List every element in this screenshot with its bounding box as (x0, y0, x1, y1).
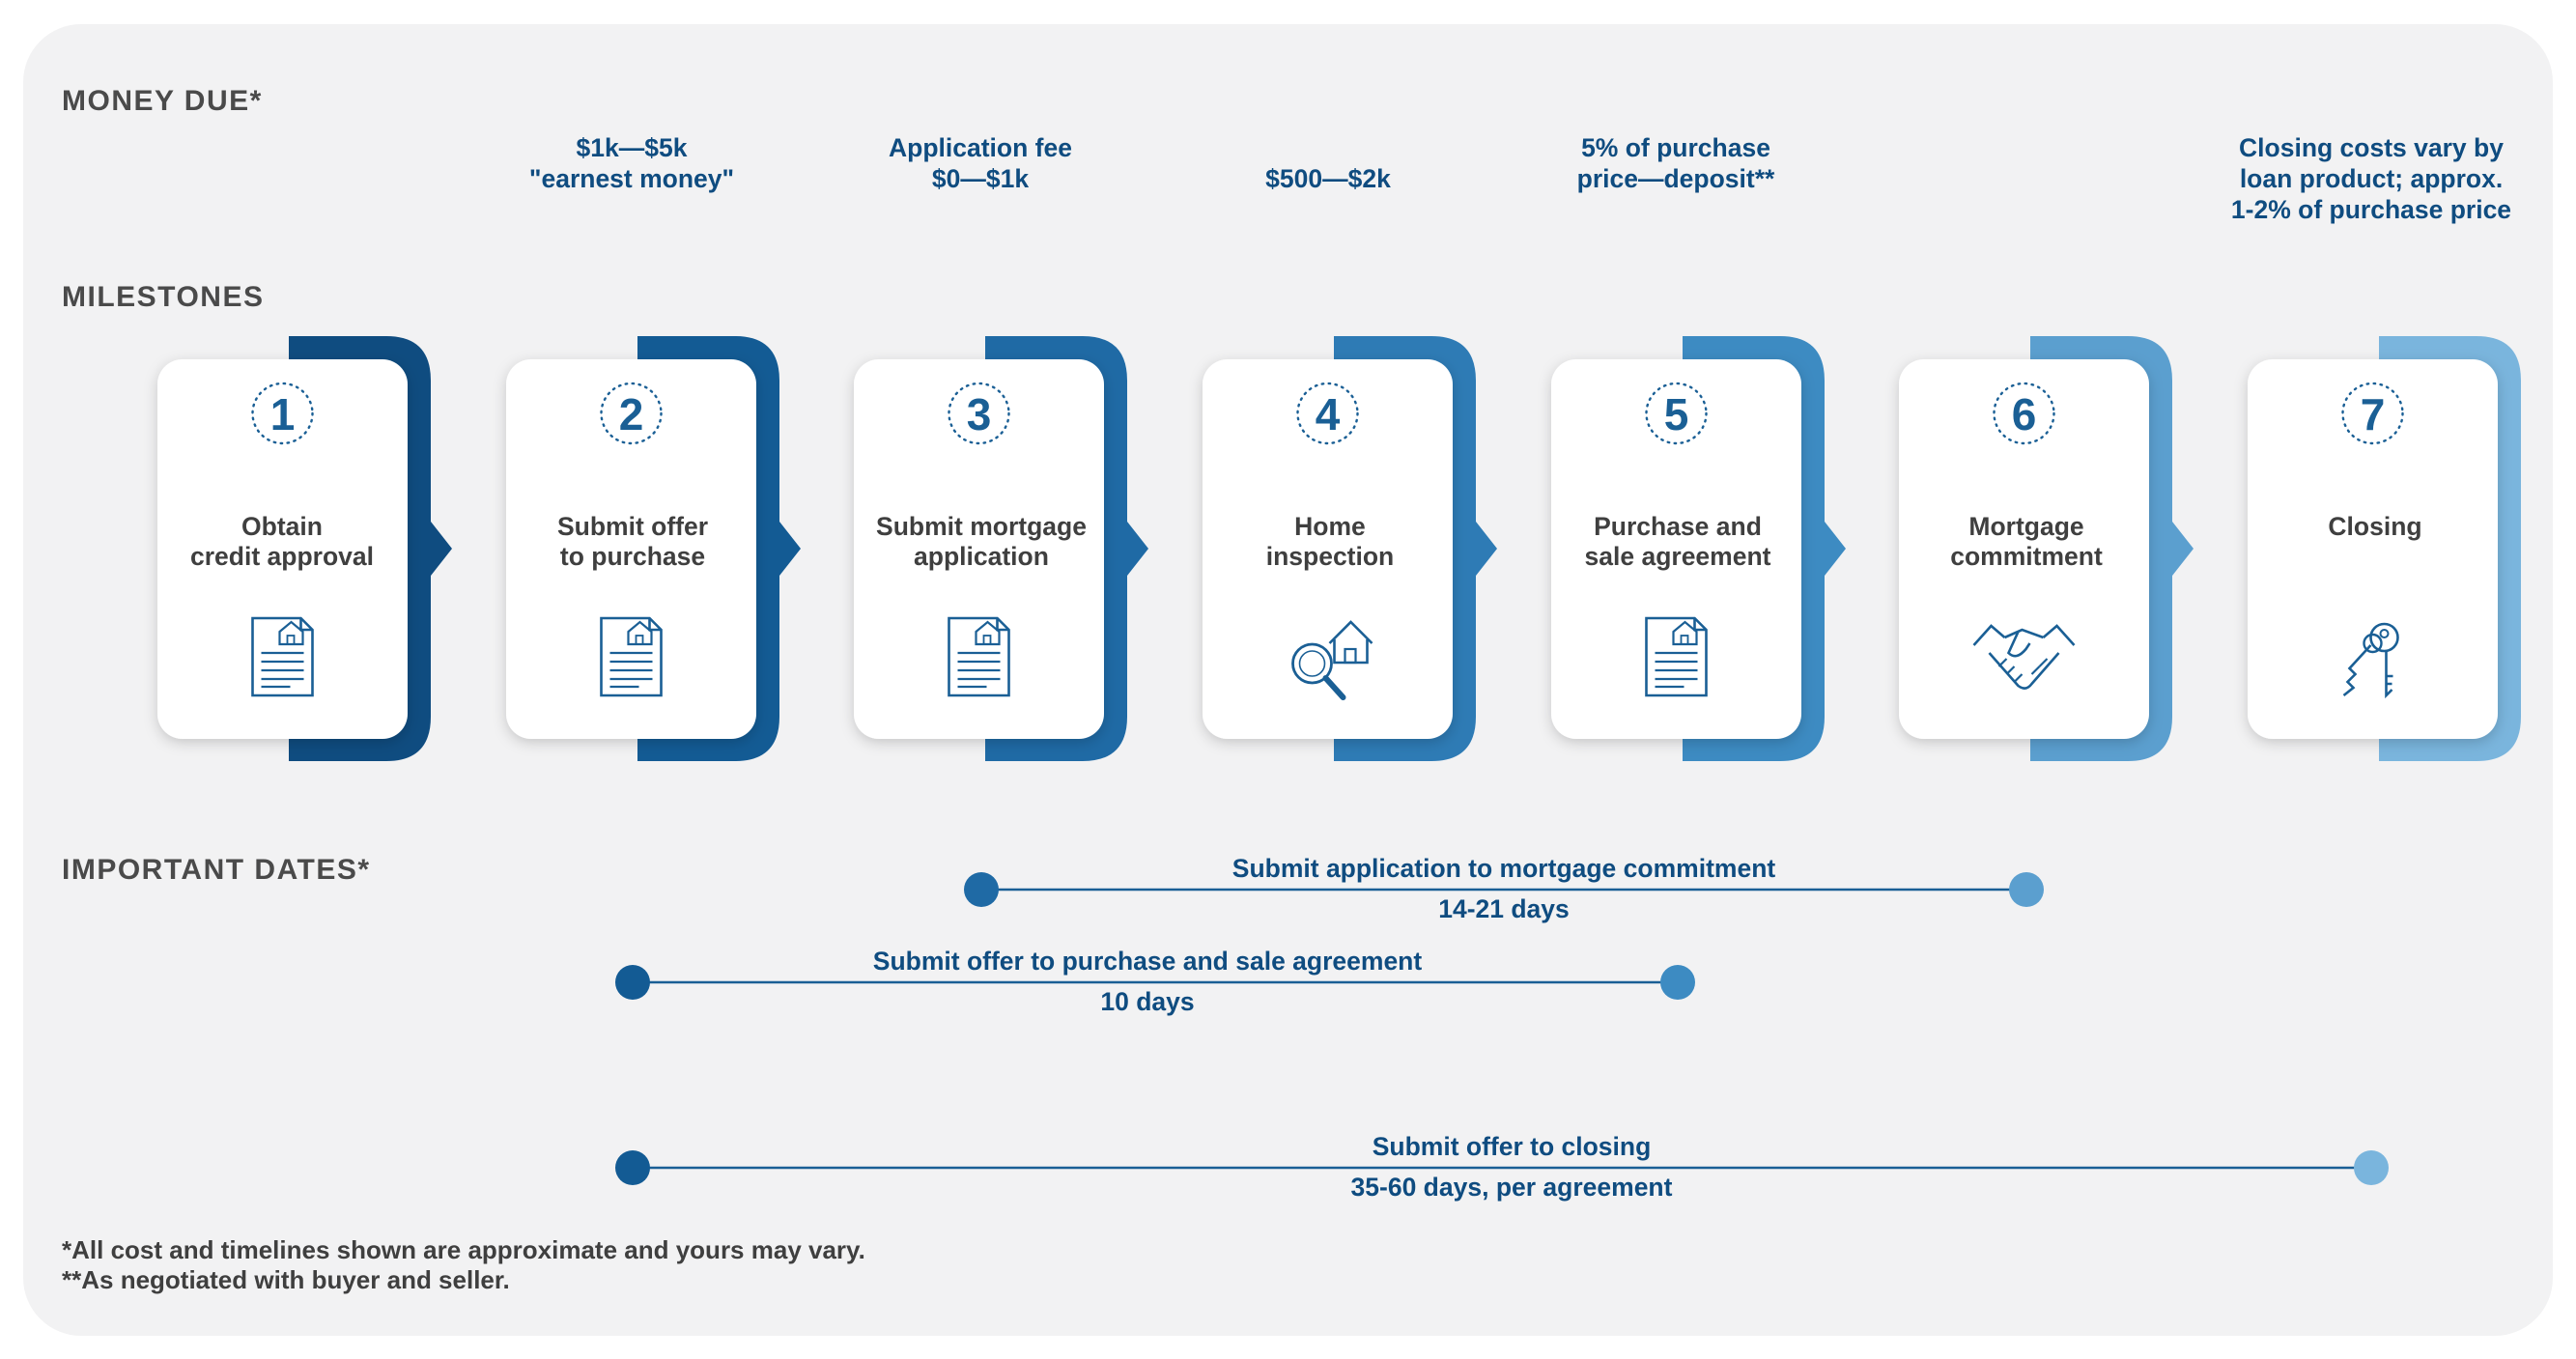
milestone-card (506, 359, 756, 739)
milestone-card (1899, 359, 2149, 739)
timeline-1 (964, 872, 2044, 907)
milestone-card (854, 359, 1104, 739)
milestone-number: 2 (619, 389, 644, 439)
timeline-end-dot (1660, 965, 1695, 1000)
milestone-2-title: Submit offer to purchase (493, 512, 773, 572)
milestone-title-line: Home (1294, 512, 1366, 541)
money-due-line: loan product; approx. (2239, 164, 2504, 193)
footnote-approximate: *All cost and timelines shown are approx… (62, 1235, 865, 1264)
date-3-duration: 35-60 days, per agreement (1350, 1173, 1673, 1202)
magnifier-house-icon (1291, 620, 1373, 700)
money-due-line: $500—$2k (1265, 164, 1391, 193)
document-icon (948, 616, 1010, 697)
money-due-line: Application fee (889, 133, 1072, 162)
money-due-step-7: Closing costs vary by loan product; appr… (2197, 132, 2545, 225)
milestone-title-line: sale agreement (1584, 542, 1771, 571)
milestone-number: 7 (2361, 389, 2386, 439)
milestone-title-line: commitment (1950, 542, 2103, 571)
milestone-5-title: Purchase and sale agreement (1538, 512, 1818, 572)
document-icon (251, 616, 314, 697)
milestone-card (2248, 359, 2498, 739)
timeline-end-dot (2354, 1150, 2389, 1185)
handshake-icon (1972, 624, 2076, 690)
milestone-card (157, 359, 408, 739)
milestone-title-line: Obtain (241, 512, 323, 541)
milestones-heading: MILESTONES (62, 281, 265, 313)
milestone-7-title: Closing (2235, 512, 2515, 542)
milestone-6: 6 (1899, 336, 2194, 761)
milestone-3: 3 (854, 336, 1148, 761)
timeline-2 (615, 965, 1695, 1000)
milestone-card (1203, 359, 1453, 739)
timeline-start-dot (964, 872, 999, 907)
date-1-duration: 14-21 days (1438, 894, 1570, 923)
money-due-line: Closing costs vary by (2239, 133, 2504, 162)
money-due-step-5: 5% of purchase price—deposit** (1531, 132, 1821, 194)
money-due-step-4: $500—$2k (1183, 163, 1473, 194)
document-icon (600, 616, 663, 697)
milestone-4: 4 (1203, 336, 1497, 761)
number-badge (948, 382, 1010, 445)
milestone-7: 7 (2248, 336, 2521, 761)
money-due-step-3: Application fee $0—$1k (835, 132, 1125, 194)
milestone-title-line: Purchase and (1594, 512, 1762, 541)
money-due-line: 1-2% of purchase price (2230, 195, 2512, 224)
milestone-2: 2 (506, 336, 801, 761)
timeline-start-dot (615, 1150, 650, 1185)
milestone-title-line: Submit mortgage (876, 512, 1087, 541)
keys-icon (2342, 622, 2399, 699)
footnote-negotiated: **As negotiated with buyer and seller. (62, 1265, 510, 1294)
milestone-number: 5 (1664, 389, 1689, 439)
timeline-3 (615, 1150, 2389, 1185)
number-badge (1993, 382, 2055, 445)
important-dates-heading: IMPORTANT DATES* (62, 854, 371, 886)
number-badge (600, 382, 663, 445)
milestone-number: 3 (967, 389, 992, 439)
date-2-title: Submit offer to purchase and sale agreem… (872, 947, 1423, 976)
date-1-title: Submit application to mortgage commitmen… (1231, 854, 1776, 883)
number-badge (1296, 382, 1359, 445)
milestone-4-title: Home inspection (1190, 512, 1470, 572)
milestone-title-line: Submit offer (556, 512, 709, 541)
milestone-title-line: to purchase (559, 542, 706, 571)
milestone-title-line: application (914, 542, 1049, 571)
milestone-5: 5 (1551, 336, 1846, 761)
money-due-heading: MONEY DUE* (62, 85, 263, 117)
milestone-title-line: Closing (2328, 512, 2422, 541)
milestone-title-line: credit approval (190, 542, 374, 571)
date-2-duration: 10 days (1100, 987, 1195, 1016)
number-badge (1645, 382, 1708, 445)
milestone-3-title: Submit mortgage application (841, 512, 1121, 572)
milestone-title-line: Mortgage (1968, 512, 2084, 541)
money-due-line: "earnest money" (528, 164, 735, 193)
number-badge (2341, 382, 2404, 445)
timeline-start-dot (615, 965, 650, 1000)
milestone-number: 4 (1316, 389, 1341, 439)
number-badge (251, 382, 314, 445)
milestone-1-title: Obtain credit approval (142, 512, 422, 572)
milestone-1: 1 (157, 336, 452, 761)
milestone-title-line: inspection (1265, 542, 1395, 571)
money-due-line: price—deposit** (1576, 164, 1775, 193)
money-due-line: 5% of purchase (1581, 133, 1770, 162)
document-icon (1645, 616, 1708, 697)
milestone-6-title: Mortgage commitment (1886, 512, 2166, 572)
date-3-title: Submit offer to closing (1372, 1132, 1652, 1161)
money-due-step-2: $1k—$5k "earnest money" (487, 132, 777, 194)
milestone-number: 1 (270, 389, 296, 439)
milestone-number: 6 (2012, 389, 2037, 439)
milestone-card (1551, 359, 1801, 739)
money-due-line: $0—$1k (931, 164, 1030, 193)
timeline-end-dot (2009, 872, 2044, 907)
money-due-line: $1k—$5k (576, 133, 688, 162)
